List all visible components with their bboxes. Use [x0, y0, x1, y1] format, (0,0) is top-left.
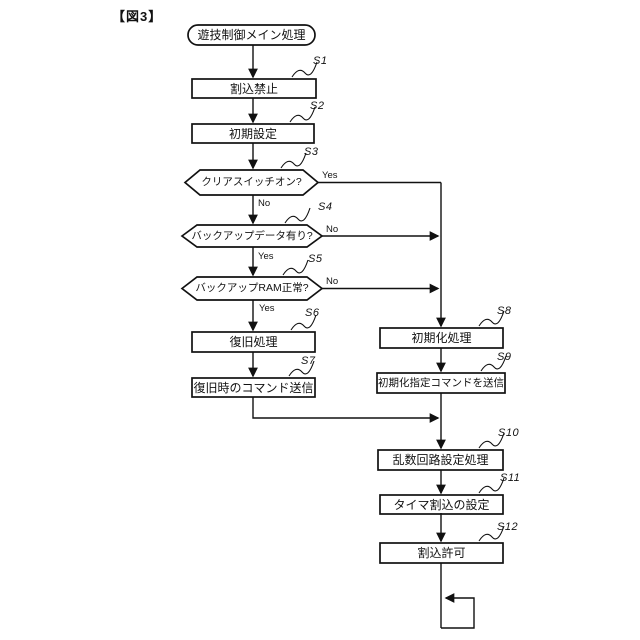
- process-s1-label: 割込禁止: [229, 81, 278, 96]
- step-number-s12: S12: [497, 521, 519, 533]
- process-s6-label: 復旧処理: [229, 335, 278, 349]
- decision-s4-label: バックアップデータ有り?: [191, 229, 313, 242]
- start-terminator-label: 遊技制御メイン処理: [197, 28, 306, 42]
- start-terminator-shape: [187, 24, 316, 46]
- branch-label-s4-yes: Yes: [258, 251, 274, 262]
- process-s9-label: 初期化指定コマンドを送信: [378, 376, 504, 389]
- process-box-s1: [191, 78, 317, 99]
- squiggle-s4: [284, 207, 311, 224]
- decision-s5-label: バックアップRAM正常?: [195, 282, 309, 295]
- squiggle-s6: [290, 314, 317, 331]
- branch-label-s4-no: No: [326, 224, 339, 235]
- step-number-s9: S9: [497, 351, 512, 363]
- branch-label-s3-yes: Yes: [322, 170, 338, 181]
- step-number-s10: S10: [498, 427, 520, 439]
- decision-s3-label: クリアスイッチオン?: [201, 176, 302, 189]
- squiggle-s2: [289, 106, 316, 123]
- step-number-s5: S5: [308, 253, 323, 265]
- connector-s7-merge: [252, 397, 440, 423]
- loop-connector: [441, 593, 475, 629]
- process-s7-label: 復旧時のコマンド送信: [193, 380, 314, 395]
- squiggle-s9: [480, 355, 507, 372]
- branch-label-s3-no: No: [258, 198, 271, 209]
- process-s2-label: 初期設定: [228, 126, 277, 141]
- process-s10-label: 乱数回路設定処理: [392, 453, 489, 467]
- step-number-s3: S3: [304, 146, 319, 158]
- squiggle-s8: [478, 310, 505, 327]
- step-number-s7: S7: [301, 355, 316, 367]
- step-number-s4: S4: [318, 201, 333, 213]
- step-number-s8: S8: [497, 305, 512, 317]
- squiggle-s3: [280, 152, 307, 169]
- squiggle-s10: [478, 432, 505, 449]
- squiggle-s7: [288, 360, 315, 377]
- squiggle-s1: [291, 61, 318, 78]
- branch-label-s5-no: No: [326, 276, 339, 287]
- step-number-s11: S11: [500, 472, 521, 484]
- squiggle-s12: [478, 525, 505, 542]
- process-s11-label: タイマ割込の設定: [393, 497, 490, 512]
- step-number-s6: S6: [305, 307, 320, 319]
- figure-title: 【図3】: [112, 9, 163, 24]
- process-s12-label: 割込許可: [417, 546, 466, 560]
- squiggle-s5: [282, 259, 309, 276]
- step-number-s1: S1: [313, 55, 328, 67]
- step-number-s2: S2: [310, 100, 325, 112]
- branch-label-s5-yes: Yes: [259, 303, 275, 314]
- process-s8-label: 初期化処理: [411, 331, 472, 345]
- squiggle-s11: [478, 477, 505, 494]
